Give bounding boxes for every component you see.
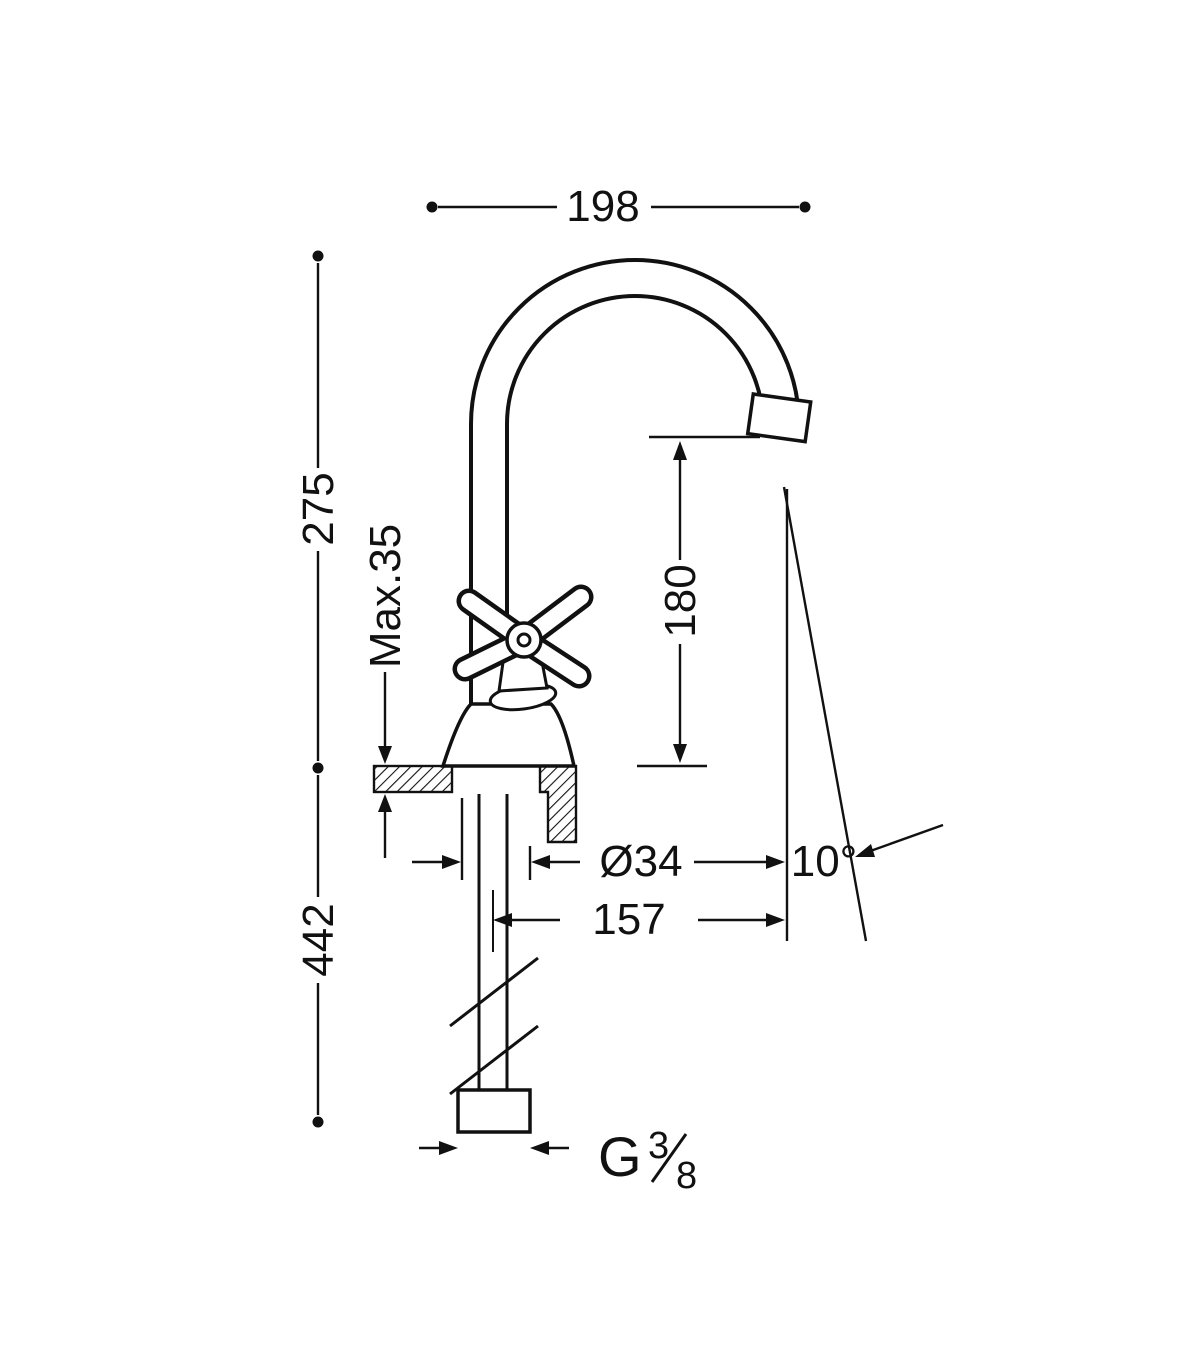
dimension-thread: G 3 8 <box>419 1125 697 1197</box>
dimension-spout-width: 198 <box>426 182 811 231</box>
dimension-height-442: 442 <box>294 775 343 1128</box>
arrowhead <box>493 913 512 927</box>
arrowhead <box>855 844 875 857</box>
spout-nozzle <box>745 391 813 444</box>
handle-hub <box>505 621 543 659</box>
arrowhead <box>530 1141 549 1155</box>
spout-tube-bore <box>473 262 797 712</box>
break-slash <box>449 1024 539 1096</box>
supply-shank <box>449 794 539 1096</box>
dimension-reach-157: 157 <box>492 890 785 952</box>
arrowhead <box>673 441 687 460</box>
thread-prefix-label: G <box>598 1125 642 1188</box>
reference-line-slanted <box>782 486 868 942</box>
handle-hub-screw <box>516 632 532 648</box>
leader-line <box>861 823 944 856</box>
arrowhead <box>442 855 461 869</box>
datum-dot <box>312 762 324 774</box>
thread-denominator-label: 8 <box>676 1155 697 1197</box>
thread-numerator-label: 3 <box>648 1125 669 1167</box>
dim-442-label: 442 <box>294 903 343 976</box>
arrowhead <box>531 855 550 869</box>
fraction-slash <box>650 1133 688 1183</box>
thread-fitting <box>456 1088 532 1134</box>
datum-dot <box>312 250 324 262</box>
dim-180-label: 180 <box>656 564 705 637</box>
datum-dot <box>426 201 438 213</box>
dim-275-label: 275 <box>294 472 343 545</box>
dim-198-label: 198 <box>566 182 639 231</box>
datum-dot <box>312 1116 324 1128</box>
dim-max35-label: Max.35 <box>361 524 410 668</box>
arrowhead <box>766 913 785 927</box>
dim-34-label: Ø34 <box>599 837 682 886</box>
dimension-outlet-angle: 10° <box>782 486 944 942</box>
arrowhead <box>673 744 687 763</box>
arrowhead <box>439 1141 458 1155</box>
dim-157-label: 157 <box>592 895 665 944</box>
dimension-hole-diameter: Ø34 <box>412 798 785 886</box>
cross-handle <box>452 584 594 689</box>
dimension-max-thickness: Max.35 <box>361 524 410 858</box>
faucet-body-skirt <box>440 702 577 768</box>
countertop-left-section <box>372 764 454 794</box>
arrowhead <box>766 855 785 869</box>
faucet-drawing <box>372 258 813 1134</box>
arrowhead <box>378 794 392 812</box>
dimension-spout-clearance-180: 180 <box>637 435 760 768</box>
dimension-height-275: 275 <box>294 250 343 774</box>
dim-10deg-label: 10° <box>791 837 858 886</box>
arrowhead <box>378 746 392 764</box>
countertop-right-section <box>538 764 578 844</box>
break-slash <box>449 956 539 1028</box>
datum-dot <box>799 201 811 213</box>
